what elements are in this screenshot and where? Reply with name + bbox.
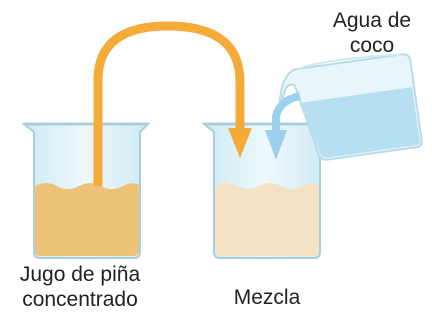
pitcher-icon	[278, 53, 423, 161]
beaker-mixture	[201, 122, 331, 259]
mixture-liquid	[215, 183, 319, 256]
label-line: Jugo de piña	[19, 263, 141, 286]
label-line: Agua de	[332, 9, 412, 32]
label-mixture: Mezcla	[233, 286, 301, 309]
label-coconut-water: Agua de coco	[320, 8, 424, 58]
beaker-pineapple	[21, 122, 151, 259]
label-line: coco	[349, 34, 395, 57]
pineapple-juice-liquid	[35, 183, 139, 256]
label-line: concentrado	[22, 288, 138, 311]
label-pineapple-concentrate: Jugo de piña concentrado	[2, 262, 158, 312]
arrow-down-icon	[265, 92, 301, 160]
curved-arrow-icon	[93, 21, 252, 186]
